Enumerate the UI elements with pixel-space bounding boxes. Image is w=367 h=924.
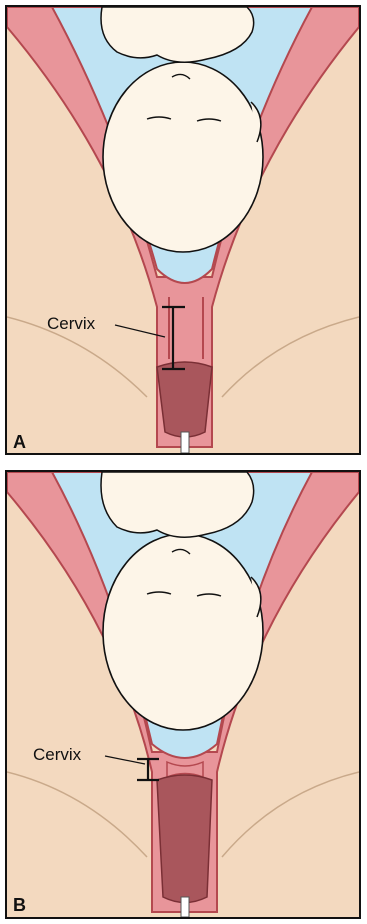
panel-b: Cervix B	[5, 470, 361, 919]
vagina-b	[157, 775, 212, 903]
cervix-label-b: Cervix	[33, 745, 81, 765]
panel-a-illustration	[7, 7, 359, 453]
vagina-a	[157, 362, 212, 437]
baby-head	[103, 62, 263, 252]
thigh-line-left-b	[7, 772, 147, 857]
panel-letter-a: A	[13, 432, 26, 453]
thigh-line-right-b	[222, 772, 359, 857]
panel-b-illustration	[7, 472, 359, 917]
introitus-b	[181, 897, 189, 917]
panel-letter-b: B	[13, 895, 26, 916]
thigh-line-right	[222, 317, 359, 397]
baby-head-b	[103, 534, 263, 730]
cervix-label-a: Cervix	[47, 314, 95, 334]
panel-a: Cervix A	[5, 5, 361, 455]
introitus-a	[181, 432, 189, 453]
